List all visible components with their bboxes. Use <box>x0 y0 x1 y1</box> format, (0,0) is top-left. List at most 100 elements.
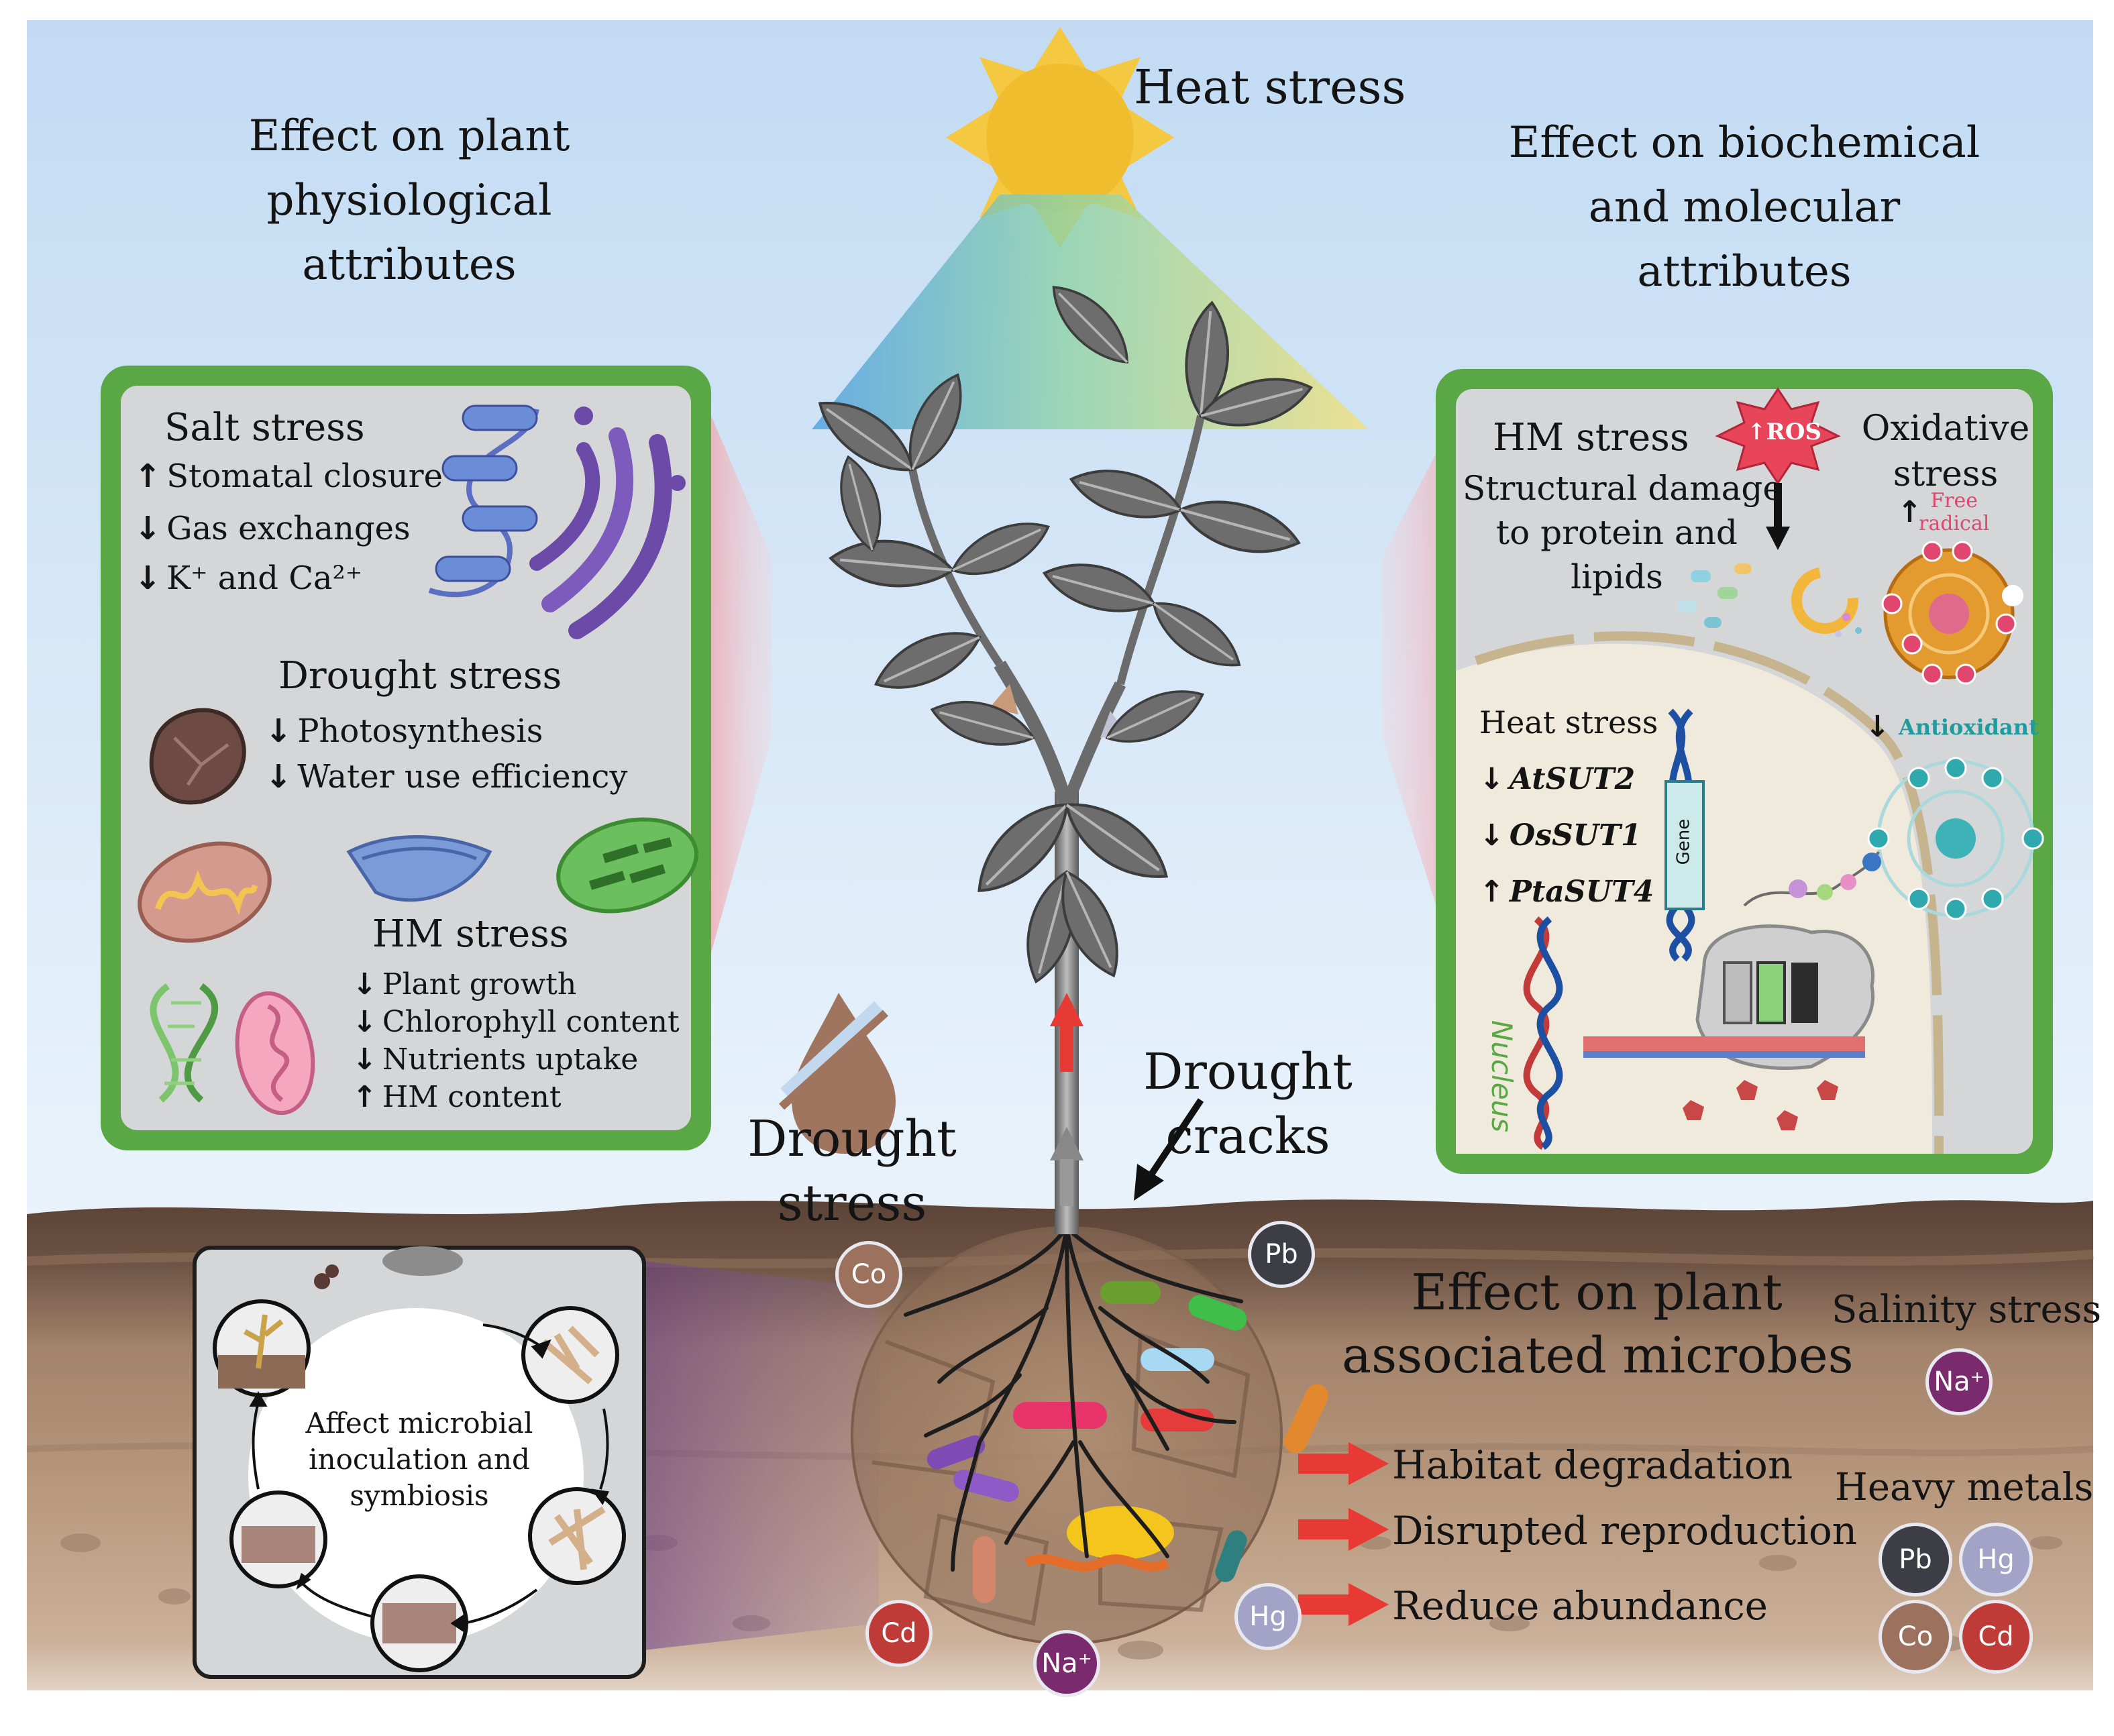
dna-strand-icon <box>1523 916 1563 1150</box>
hm-item: ↓Chlorophyll content <box>352 1005 680 1039</box>
drought-stress-label: Drought stress <box>747 1110 957 1232</box>
heat-stress-heading: Heat stress <box>1479 704 1658 741</box>
microbial-link-fan <box>644 1261 879 1650</box>
left-link-fan <box>711 416 772 953</box>
salt-stress-list: ↑Stomatal closure ↓Gas exchanges ↓K⁺ and… <box>134 456 443 598</box>
drought-item: ↓Photosynthesis <box>265 712 543 750</box>
physio-title: Effect on plant physiological attributes <box>181 104 637 297</box>
drought-item: ↓Water use efficiency <box>265 758 628 796</box>
salt-item: ↓K⁺ and Ca²⁺ <box>134 559 363 597</box>
gene-item: ↑PtaSUT4 <box>1479 875 1654 909</box>
golgi-apparatus-icon <box>529 406 686 639</box>
hg-ion-badge: Hg <box>1959 1523 2033 1596</box>
free-radical-atom-icon <box>1881 541 2023 685</box>
protein-fragments-icon <box>1677 563 1752 628</box>
protein-particles-icon <box>1683 1080 1838 1130</box>
microbial-cycle-ring <box>248 1308 584 1643</box>
physio-title-line-1: Effect on plant <box>248 111 570 161</box>
structural-damage-text: Structural damage to protein and lipids <box>1463 469 1783 596</box>
gene-item: ↓AtSUT2 <box>1479 762 1636 796</box>
co-ion-badge: Co <box>1879 1600 1952 1674</box>
ribosome-icon <box>1583 924 1874 1070</box>
er-rough-icon <box>346 835 492 902</box>
na-soil-ion: Na⁺ <box>1033 1630 1100 1697</box>
heavy-metals-heading: Heavy metals <box>1835 1466 2094 1509</box>
free-radical-label: Free radical <box>1919 489 1990 535</box>
arrow-up-icon: ↑ <box>352 1080 377 1114</box>
arrow-down-icon: ↓ <box>265 758 293 796</box>
down-arrow-icon <box>1766 483 1790 550</box>
endoplasmic-reticulum-icon <box>428 404 539 598</box>
arrow-down-icon: ↓ <box>352 1042 377 1077</box>
antioxidant-atom-icon <box>1867 757 2044 920</box>
biochem-title-line-2: and molecular <box>1588 182 1901 232</box>
dna-icon <box>150 983 219 1103</box>
physio-title-line-2: physiological <box>266 176 552 225</box>
gene-label: Gene <box>1673 818 1694 865</box>
mitochondria-pink-icon <box>235 991 315 1116</box>
cycle-arrows <box>249 1323 609 1633</box>
drought-stress-heading: Drought stress <box>278 654 562 698</box>
cd-ion-badge: Cd <box>1959 1600 2033 1674</box>
hm-stress-list: ↓Plant growth ↓Chlorophyll content ↓Nutr… <box>352 966 680 1116</box>
left-panel <box>121 386 691 1130</box>
arrow-down-icon: ↓ <box>265 712 293 750</box>
arrow-down-icon: ↓ <box>134 559 162 597</box>
gene-list: ↓AtSUT2 ↓OsSUT1 ↑PtaSUT4 <box>1479 751 1654 920</box>
arrow-down-icon: ↓ <box>352 1005 377 1039</box>
arrow-down-icon: ↓ <box>1865 710 1890 744</box>
arrow-down-icon: ↓ <box>134 510 162 547</box>
nucleus-label: Nucleus <box>1485 1020 1519 1133</box>
effect-habitat: Habitat degradation <box>1392 1442 1793 1488</box>
co-soil-ion: Co <box>835 1241 902 1308</box>
arrow-down-icon: ↓ <box>1479 818 1504 853</box>
no-water-drop-icon <box>778 993 896 1154</box>
hm-item: ↑HM content <box>352 1080 562 1114</box>
dna-helix-icon <box>1664 708 1705 962</box>
arrow-up-icon: ↑ <box>1897 495 1922 529</box>
na-ion-badge: Na⁺ <box>1925 1348 1993 1415</box>
damaged-lipid-vesicle-icon <box>1791 567 1862 637</box>
hm-stress-heading: HM stress <box>372 912 569 956</box>
biochem-title-line-1: Effect on biochemical <box>1508 118 1980 168</box>
vacuole-icon <box>149 708 246 805</box>
arrow-up-icon: ↑ <box>1479 875 1504 909</box>
salt-stress-heading: Salt stress <box>164 406 365 449</box>
hm-item: ↓Nutrients uptake <box>352 1042 639 1077</box>
gene-item: ↓OsSUT1 <box>1479 818 1642 853</box>
oxidative-stress-label: Oxidative stress <box>1861 409 2030 494</box>
biochem-title-line-3: attributes <box>1637 247 1852 296</box>
mitochondria-icon <box>138 841 272 943</box>
antioxidant-label: Antioxidant <box>1899 714 2039 740</box>
effect-abundance: Reduce abundance <box>1392 1583 1768 1629</box>
ros-label: ↑ROS <box>1747 419 1821 445</box>
right-hm-heading: HM stress <box>1493 416 1689 459</box>
hg-soil-ion: Hg <box>1234 1583 1302 1650</box>
peptide-chain-icon <box>1743 851 1881 907</box>
drought-cracks-arrow <box>1134 1098 1204 1201</box>
physio-title-line-3: attributes <box>302 240 517 290</box>
pb-soil-ion: Pb <box>1248 1221 1315 1288</box>
roots <box>904 1226 1243 1572</box>
salt-item: ↓Gas exchanges <box>134 510 411 547</box>
microbes-title: Effect on plant associated microbes <box>1342 1264 1854 1385</box>
cycle-stage-icons <box>213 1246 626 1672</box>
drought-cracks-label: Drought cracks <box>1143 1043 1353 1165</box>
chloroplast-icon <box>556 817 698 914</box>
cd-soil-ion: Cd <box>865 1600 933 1667</box>
drought-stress-list: ↓Photosynthesis ↓Water use efficiency <box>265 711 628 797</box>
heat-stress-title: Heat stress <box>1134 60 1406 115</box>
arrow-down-icon: ↓ <box>352 967 377 1001</box>
effect-arrows <box>1298 1442 1389 1626</box>
effect-reproduction: Disrupted reproduction <box>1392 1508 1858 1554</box>
salt-item: ↑Stomatal closure <box>134 457 443 495</box>
biochem-title: Effect on biochemical and molecular attr… <box>1449 111 2040 304</box>
salinity-heading: Salinity stress <box>1832 1288 2102 1332</box>
arrow-down-icon: ↓ <box>1479 762 1504 796</box>
microbes-cluster <box>927 1281 1329 1603</box>
microbial-box-text: Affect microbial inoculation and symbios… <box>305 1407 533 1512</box>
hm-item: ↓Plant growth <box>352 967 577 1001</box>
arrow-up-icon: ↑ <box>134 457 162 495</box>
pb-ion-badge: Pb <box>1879 1523 1952 1596</box>
